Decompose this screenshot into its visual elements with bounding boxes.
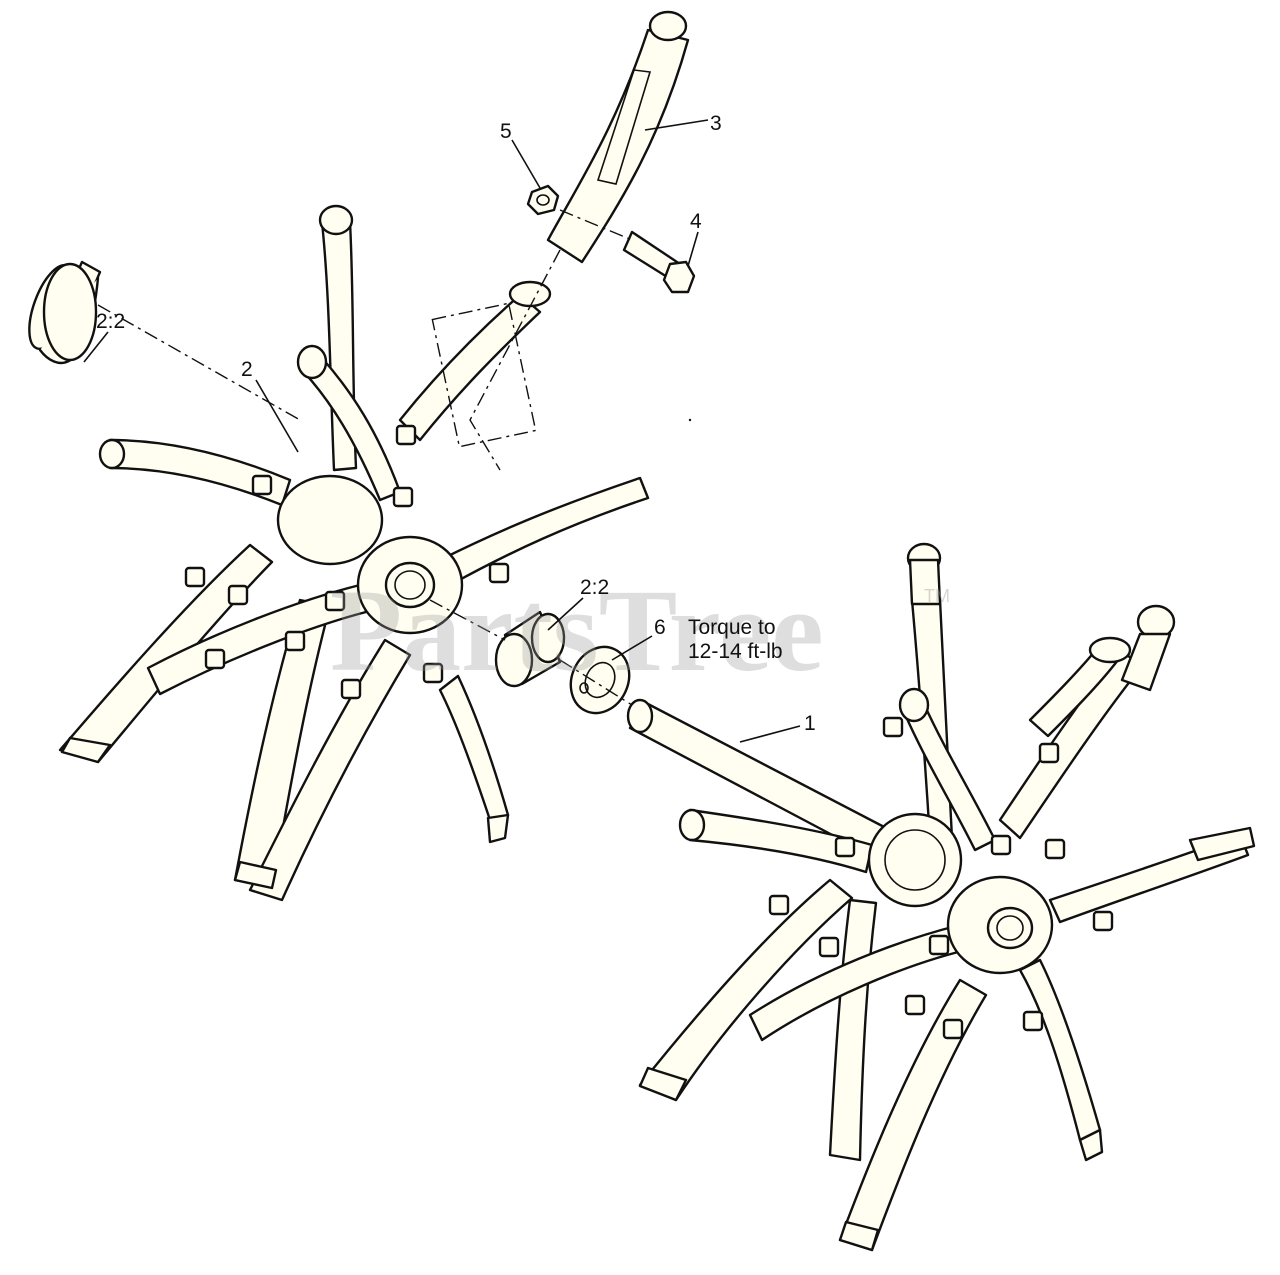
torque-note-line2: 12-14 ft-lb (688, 640, 783, 663)
part-1-shaft (626, 698, 892, 858)
part-5-nut (526, 184, 560, 216)
watermark-tm: TM (924, 586, 950, 606)
left-tine-assembly (58, 204, 650, 902)
right-hub-bolts (768, 716, 1114, 1040)
right-tine-assembly (638, 418, 1256, 1252)
callout-2-2-left: 2:2 (96, 310, 125, 333)
callout-2-2-mid: 2:2 (580, 576, 609, 599)
torque-note: Torque to 12-14 ft-lb (688, 616, 783, 663)
part-6-collar (559, 645, 641, 715)
part-2-2-bushing-mid (429, 599, 566, 688)
left-hub-bolts (184, 424, 510, 700)
watermark-text: PartsTree (330, 565, 824, 696)
part-2-2-bushing-left (28, 260, 301, 421)
callout-4: 4 (690, 210, 702, 233)
callout-6: 6 (654, 616, 666, 639)
part-4-bolt (559, 209, 696, 294)
callout-1: 1 (804, 712, 816, 735)
callouts: 3 5 4 2:2 2 2:2 6 1 (83, 112, 816, 743)
callout-3: 3 (710, 112, 722, 135)
callout-5: 5 (500, 120, 512, 143)
callout-2: 2 (241, 358, 253, 381)
torque-note-line1: Torque to (688, 616, 776, 639)
part-3-tine-arm (431, 10, 690, 471)
